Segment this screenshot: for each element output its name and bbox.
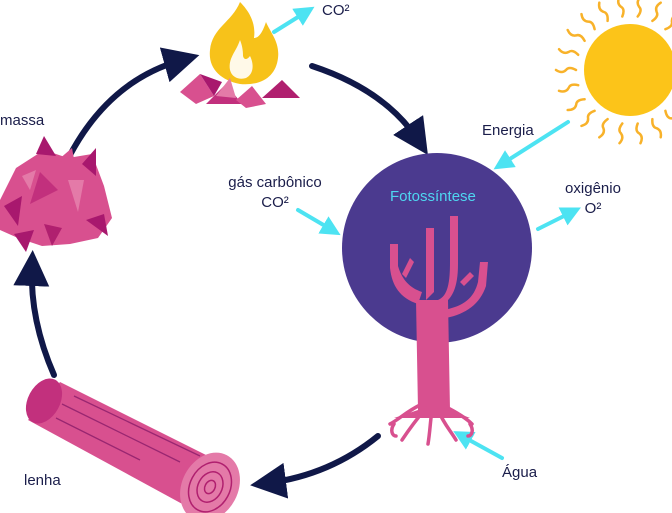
flow-arrows [272, 6, 581, 460]
sun-ray [554, 66, 578, 74]
tree-roots-icon [388, 403, 474, 446]
sun-ray [566, 28, 586, 43]
label-lenha: lenha [24, 472, 61, 489]
arrow-biomass-to-fire [67, 47, 200, 158]
arrow-oxygen-out [536, 207, 581, 231]
sun-ray [651, 1, 662, 23]
sun-ray [616, 0, 625, 18]
sun-ray [557, 47, 580, 57]
cycle-arrows [13, 47, 428, 499]
arrow-co2-in [296, 208, 341, 236]
log-icon [25, 378, 240, 513]
label-energia: Energia [482, 122, 534, 139]
arrow-water-in [453, 431, 504, 460]
sun-ray [651, 117, 663, 139]
sun-ray [635, 122, 644, 145]
arrow-tree-to-log [250, 433, 381, 499]
tree-icon [390, 216, 488, 418]
photosynthesis-circle [342, 153, 532, 343]
arrow-energy-in [493, 120, 570, 170]
label-oxigenio-formula: O² [584, 200, 602, 217]
biomass-icon [0, 136, 112, 252]
arrow-log-to-biomass [13, 250, 57, 378]
fire-icon [180, 2, 300, 108]
sun-ray [636, 0, 642, 18]
sun-ray [618, 122, 624, 145]
sun-ray [597, 1, 609, 23]
sun-ray [598, 117, 609, 139]
arrow-co2-release [272, 6, 315, 34]
sun-ray [566, 97, 586, 112]
arrow-fire-to-tree [309, 63, 428, 156]
label-biomassa: massa [0, 112, 45, 129]
sun-ray [580, 109, 596, 128]
label-agua: Água [502, 464, 538, 481]
label-gas-carbonico-formula: CO² [261, 194, 289, 211]
sun-ray [557, 83, 580, 93]
label-gas-carbonico: gás carbônico [228, 174, 322, 191]
sun-ray [664, 109, 672, 120]
label-oxigenio: oxigênio [565, 180, 621, 197]
sun-ray [664, 16, 672, 31]
sun-ray [580, 12, 596, 31]
label-fotossintese: Fotossíntese [390, 188, 476, 205]
label-co2-release: CO² [322, 2, 350, 19]
sun-icon [554, 0, 672, 145]
